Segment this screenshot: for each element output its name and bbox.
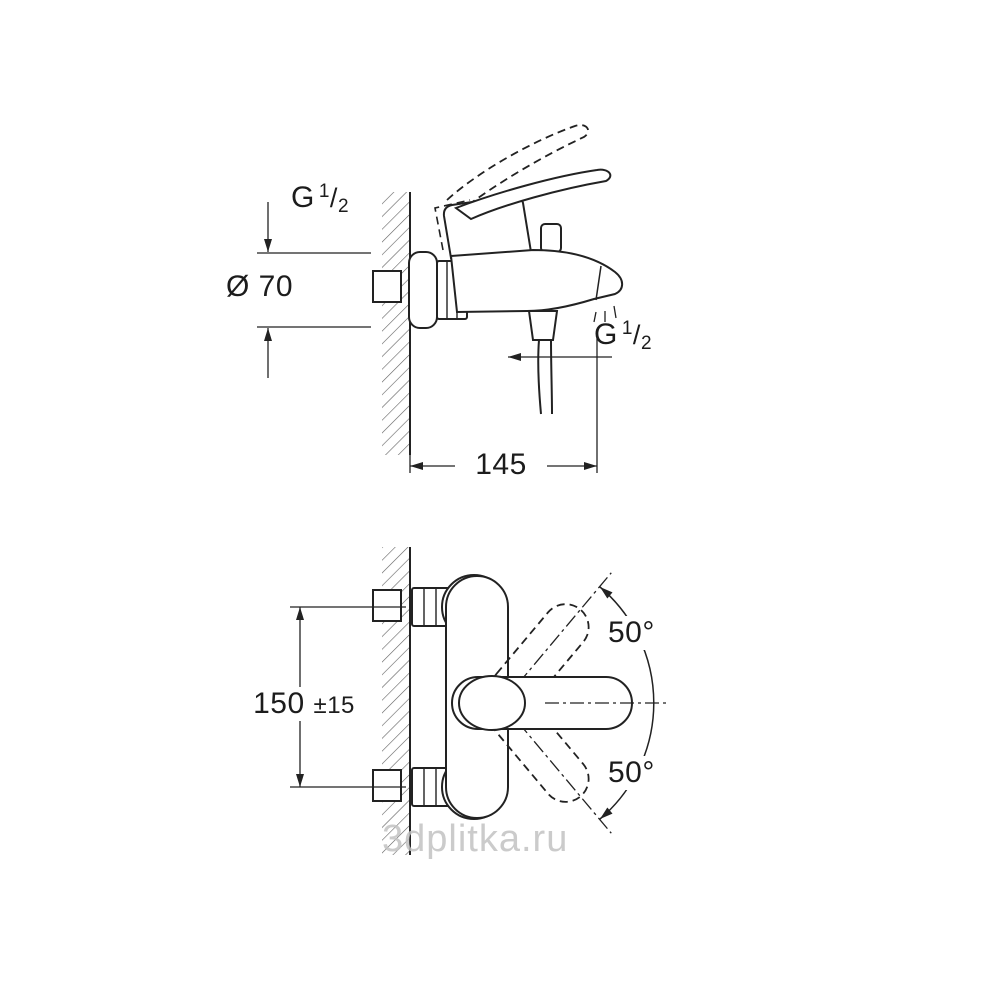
- thread-denominator: 2: [337, 196, 350, 217]
- aerator-edge: [595, 265, 602, 301]
- inlet-square-top: [372, 589, 402, 622]
- inlet-square-bottom: [372, 769, 402, 802]
- watermark: 3dplitka.ru: [382, 818, 569, 860]
- side-view: [257, 124, 624, 473]
- upper-angle-label: 50°: [603, 616, 660, 650]
- faucet-body-spout: [449, 248, 624, 314]
- front-view: [290, 547, 668, 855]
- thread-slash: /: [329, 183, 338, 213]
- inlet-square-fitting: [372, 270, 402, 303]
- thread-numerator: 1: [621, 318, 633, 339]
- shower-hose-line: [537, 339, 542, 415]
- cartridge-alt-dashed: [434, 199, 471, 251]
- wall-hatch-side: [382, 192, 410, 455]
- height-dimension-label: 150 ±15: [236, 687, 372, 721]
- swing-arc: [599, 586, 655, 820]
- dim-diameter: [257, 202, 371, 378]
- thread-slash: /: [632, 320, 641, 350]
- aerator-spray: [613, 305, 617, 319]
- lever-handle-alt-dashed: [446, 124, 589, 210]
- thread-prefix: G: [594, 318, 618, 351]
- thread-prefix: G: [291, 181, 315, 214]
- height-value: 150: [253, 687, 305, 720]
- thread-denominator: 2: [640, 333, 653, 354]
- diverter-knob: [540, 223, 562, 253]
- aerator-spray: [593, 311, 597, 323]
- handle-knob-front: [458, 675, 526, 731]
- lever-handle: [453, 168, 612, 221]
- depth-dimension-label: 145: [455, 448, 547, 482]
- thread-numerator: 1: [318, 181, 330, 202]
- diameter-label: Ø 70: [226, 270, 294, 303]
- shower-hose-line: [550, 339, 553, 415]
- shower-outlet: [527, 310, 559, 341]
- lower-angle-label: 50°: [603, 756, 660, 790]
- height-tolerance: ±15: [313, 692, 355, 719]
- escutcheon-side: [408, 251, 438, 329]
